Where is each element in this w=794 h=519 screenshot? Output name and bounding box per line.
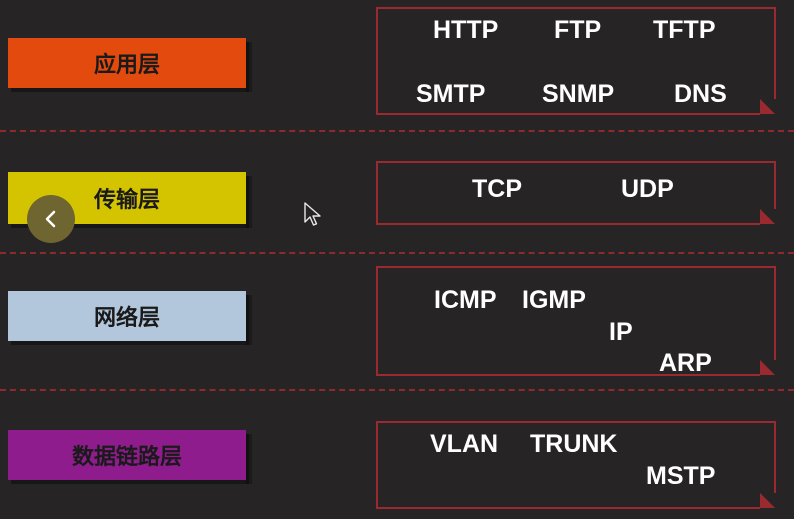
protocol-arp: ARP (659, 349, 712, 377)
protocol-box-data-link: VLAN TRUNK MSTP (376, 421, 776, 509)
chevron-left-icon (45, 210, 56, 228)
protocol-snmp: SNMP (542, 80, 615, 108)
protocol-igmp: IGMP (522, 286, 586, 314)
folded-corner (760, 99, 776, 115)
mouse-pointer-icon (304, 202, 321, 226)
layer-label-text: 应用层 (93, 53, 160, 78)
folded-corner (760, 493, 776, 509)
protocol-http: HTTP (433, 16, 499, 44)
protocol-tcp: TCP (472, 175, 522, 203)
protocol-trunk: TRUNK (530, 430, 618, 458)
protocol-smtp: SMTP (416, 80, 486, 108)
layer-label-application: 应用层 (8, 38, 252, 92)
layer-divider (0, 389, 794, 391)
layer-label-text: 传输层 (93, 188, 160, 213)
protocol-vlan: VLAN (430, 430, 499, 458)
layer-label-text: 网络层 (93, 306, 160, 331)
protocol-box-transport: TCP UDP (376, 161, 776, 225)
protocol-udp: UDP (621, 175, 674, 203)
protocol-ip: IP (609, 318, 633, 346)
layer-label-network: 网络层 (8, 291, 252, 345)
layer-divider (0, 130, 794, 132)
layer-divider (0, 252, 794, 254)
protocol-icmp: ICMP (434, 286, 497, 314)
protocol-box-application: HTTP FTP TFTP SMTP SNMP DNS (376, 7, 776, 115)
protocol-mstp: MSTP (646, 462, 716, 490)
protocol-dns: DNS (674, 80, 727, 108)
protocol-tftp: TFTP (653, 16, 716, 44)
layer-label-text: 数据链路层 (71, 445, 182, 470)
back-button[interactable] (27, 195, 75, 243)
layer-label-data-link: 数据链路层 (8, 430, 252, 484)
protocol-ftp: FTP (554, 16, 602, 44)
folded-corner (760, 209, 776, 225)
folded-corner (760, 360, 776, 376)
protocol-box-network: ICMP IGMP IP ARP (376, 266, 776, 377)
